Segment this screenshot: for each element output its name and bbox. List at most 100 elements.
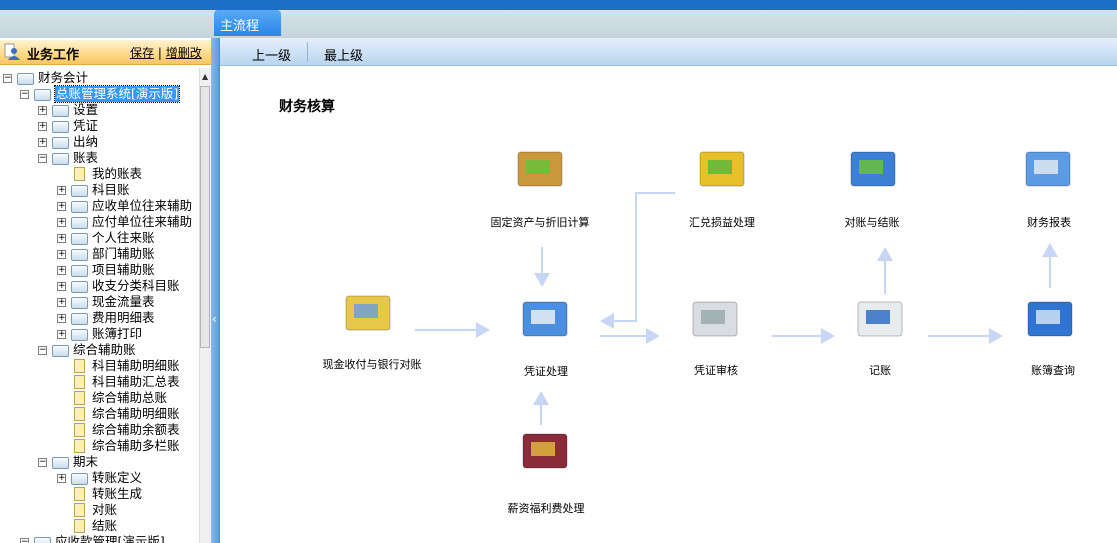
toolbar-divider [307,42,308,62]
edit-link[interactable]: 增删改 [165,46,202,60]
tree-item-label: 科目辅助明细账 [92,358,180,373]
magnifier-document-icon[interactable] [687,296,743,340]
scroll-up-arrow[interactable]: ▲ [202,72,209,81]
folder-icon [34,537,51,543]
up-level-button[interactable]: 上一级 [252,49,292,64]
tree-item[interactable]: 综合辅助总账 [0,390,199,406]
tree-item[interactable]: −账表 [0,150,199,166]
flow-node-fx-label[interactable]: 汇兑损益处理 [689,216,755,229]
tree-item[interactable]: 综合辅助余额表 [0,422,199,438]
expand-toggle-icon[interactable]: + [57,313,66,323]
tree-item[interactable]: 科目辅助明细账 [0,358,199,374]
tree-item[interactable]: +收支分类科目账 [0,278,199,294]
collapse-toggle-icon[interactable]: − [3,73,12,83]
flow-node-post-label[interactable]: 记账 [869,364,891,377]
tree-item[interactable]: + 应付单位往来辅助 [0,214,199,230]
tree-item[interactable]: 综合辅助明细账 [0,406,199,422]
top-level-button[interactable]: 最上级 [324,49,364,64]
arrow-fx-voucher [600,192,675,329]
collapse-toggle-icon[interactable]: − [38,457,47,467]
flow-node-cash-label[interactable]: 现金收付与银行对账 [322,358,422,371]
flow-node-query-label[interactable]: 账簿查询 [1031,364,1075,377]
expand-toggle-icon[interactable]: + [38,121,47,131]
tree-item[interactable]: +个人往来账 [0,230,199,246]
folder-icon [71,185,88,197]
panel-title: 业务工作 [27,48,80,63]
expand-toggle-icon[interactable]: + [57,217,66,227]
tree-item[interactable]: + 转账定义 [0,470,199,486]
ledger-arrows-icon[interactable] [845,146,901,190]
collapse-toggle-icon[interactable]: − [38,345,47,355]
tree-item[interactable]: +账簿打印 [0,326,199,342]
voucher-folder-icon[interactable] [517,296,573,340]
tree-item[interactable]: −期末 [0,454,199,470]
tree-item[interactable]: +科目账 [0,182,199,198]
tree-item[interactable]: 科目辅助汇总表 [0,374,199,390]
expand-toggle-icon[interactable]: + [38,137,47,147]
flow-node-report-label[interactable]: 财务报表 [1027,216,1071,229]
folder-icon [52,105,69,117]
flow-node-voucher-label[interactable]: 凭证处理 [524,365,568,378]
tree-item[interactable]: −财务会计 [0,70,199,86]
file-icon [74,423,85,437]
tree-item-label: 综合辅助多栏账 [92,438,180,453]
flow-node-audit-label[interactable]: 凭证审核 [694,364,738,377]
tree-item-label: 设置 [73,102,99,117]
expand-toggle-icon[interactable]: + [57,249,66,259]
expand-toggle-icon[interactable]: + [57,185,66,195]
monitor-coins-icon[interactable] [340,290,396,334]
tree-item[interactable]: 综合辅助多栏账 [0,438,199,454]
tree-item-label: 转账生成 [92,486,143,501]
tree-item[interactable]: − 综合辅助账 [0,342,199,358]
expand-toggle-icon[interactable]: + [57,473,66,483]
expand-toggle-icon[interactable]: + [57,233,66,243]
tree-item[interactable]: −应收款管理[演示版] [0,534,199,543]
tree-item[interactable]: + 设置 [0,102,199,118]
salary-book-icon[interactable] [517,428,573,472]
expand-toggle-icon[interactable]: + [57,201,66,211]
tree-item[interactable]: 对账 [0,502,199,518]
tree-item[interactable]: +凭证 [0,118,199,134]
flow-node-asset-label[interactable]: 固定资产与折旧计算 [490,216,590,229]
tab-main-flow[interactable]: 主流程 [214,10,281,36]
folder-icon [71,217,88,229]
box-coins-icon[interactable] [512,146,568,190]
tree-item-label: 总账管理系统[演示版] [53,85,181,103]
tree-item[interactable]: +费用明细表 [0,310,199,326]
tree-item[interactable]: +项目辅助账 [0,262,199,278]
tree-item-label: 转账定义 [92,470,143,485]
panel-splitter[interactable] [211,38,220,543]
folder-icon [71,233,88,245]
expand-toggle-icon[interactable]: + [57,297,66,307]
flow-node-salary-label[interactable]: 薪资福利费处理 [507,502,585,515]
tree-item[interactable]: 转账生成 [0,486,199,502]
scrollbar-thumb[interactable] [200,86,210,348]
expand-toggle-icon[interactable]: + [57,329,66,339]
tree-item[interactable]: +现金流量表 [0,294,199,310]
collapse-toggle-icon[interactable]: − [20,89,29,99]
pen-ledger-icon[interactable] [852,296,908,340]
tree-item[interactable]: +部门辅助账 [0,246,199,262]
tree-item[interactable]: +出纳 [0,134,199,150]
save-link[interactable]: 保存 [130,46,155,60]
tree-item[interactable]: 结账 [0,518,199,534]
tree-item[interactable]: − 总账管理系统[演示版] [0,85,199,103]
folder-icon [71,281,88,293]
currency-exchange-icon[interactable] [694,146,750,190]
left-panel-header: 业务工作 保存 | 增删改 [0,40,211,65]
file-icon [74,375,85,389]
expand-toggle-icon[interactable]: + [38,105,47,115]
collapse-toggle-icon[interactable]: − [38,153,47,163]
tree-item-label: 综合辅助账 [73,342,136,357]
collapse-toggle-icon[interactable]: − [20,538,29,543]
report-folder-icon[interactable] [1020,146,1076,190]
ledger-search-icon[interactable] [1022,296,1078,340]
expand-toggle-icon[interactable]: + [57,281,66,291]
tree-item[interactable]: +应收单位往来辅助 [0,198,199,214]
tree-item[interactable]: 我的账表 [0,166,199,182]
tree-item-label: 综合辅助总账 [92,390,168,405]
flow-node-close-label[interactable]: 对账与结账 [844,216,900,229]
collapse-arrow-icon[interactable]: ‹ [212,312,217,326]
expand-toggle-icon[interactable]: + [57,265,66,275]
tree-item-label: 应付单位往来辅助 [92,214,193,229]
